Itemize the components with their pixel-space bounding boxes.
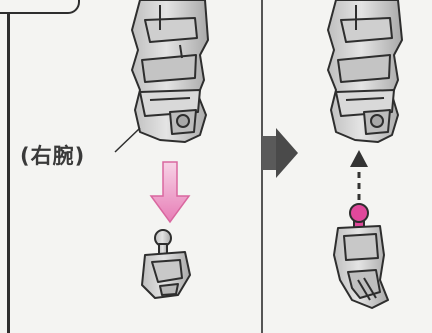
upper-arm-part-right	[328, 0, 402, 142]
pink-down-arrow	[151, 162, 189, 222]
forearm-piece-right	[334, 204, 388, 308]
label-leader-line	[115, 128, 140, 152]
dashed-up-arrow	[350, 150, 368, 200]
step-arrow	[262, 128, 298, 178]
joint-piece-left	[142, 230, 190, 298]
part-label-right-arm: (右腕)	[20, 140, 85, 170]
upper-arm-part-left	[132, 0, 208, 142]
pink-joint-ball	[350, 204, 368, 222]
